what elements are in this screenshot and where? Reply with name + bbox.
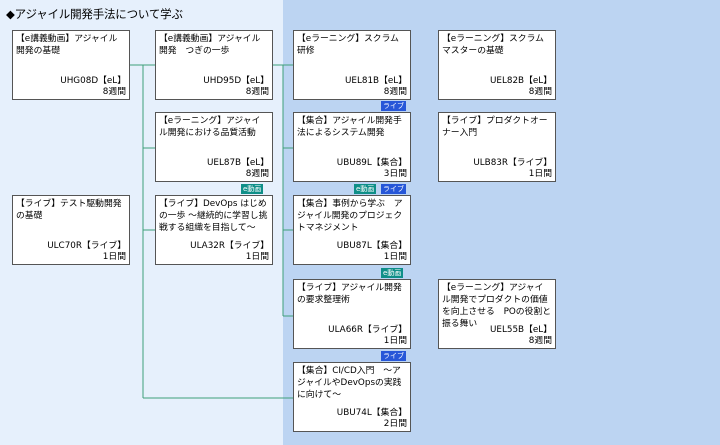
course-duration: 8週間	[528, 87, 552, 97]
course-code: UHG08D【eL】	[60, 76, 126, 86]
edouga-badge: e動画	[354, 184, 377, 194]
course-title: 【集合】CI/CD入門 ～アジャイルやDevOpsの実践に向けて～	[297, 366, 402, 400]
course-duration: 8週間	[245, 87, 269, 97]
course-title: 【集合】事例から学ぶ アジャイル開発のプロジェクトマネジメント	[297, 199, 403, 233]
course-duration: 3日間	[383, 169, 407, 179]
live-badge: ライブ	[381, 101, 406, 111]
course-card-ula32r[interactable]: 【ライブ】DevOps はじめの一歩 ～継続的に学習し挑戦する組織を目指して～ …	[155, 195, 273, 265]
course-card-uel81b[interactable]: 【eラーニング】スクラム研修 UEL81B【eL】 8週間	[293, 30, 411, 100]
course-duration: 8週間	[528, 336, 552, 346]
course-duration: 8週間	[102, 87, 126, 97]
course-title: 【集合】アジャイル開発手法によるシステム開発	[297, 116, 402, 138]
course-card-uel82b[interactable]: 【eラーニング】スクラムマスターの基礎 UEL82B【eL】 8週間	[438, 30, 556, 100]
course-title: 【e講義動画】アジャイル開発の基礎	[16, 34, 118, 56]
course-code: UBU74L【集合】	[336, 408, 407, 418]
course-card-uel55b[interactable]: 【eラーニング】アジャイル開発でプロダクトの価値を向上させる POの役割と振る舞…	[438, 279, 556, 349]
course-duration: 8週間	[383, 87, 407, 97]
course-card-ulc70r[interactable]: 【ライブ】テスト駆動開発の基礎 ULC70R【ライブ】 1日間	[12, 195, 130, 265]
course-title: 【eラーニング】スクラム研修	[297, 34, 399, 56]
course-card-ubu74l[interactable]: 【集合】CI/CD入門 ～アジャイルやDevOpsの実践に向けて～ UBU74L…	[293, 362, 411, 432]
course-duration: 1日間	[383, 336, 407, 346]
course-duration: 1日間	[245, 252, 269, 262]
course-code: ULB83R【ライブ】	[473, 158, 552, 168]
edouga-badge: e動画	[241, 184, 264, 194]
course-code: ULA66R【ライブ】	[328, 325, 407, 335]
course-title: 【ライブ】DevOps はじめの一歩 ～継続的に学習し挑戦する組織を目指して～	[159, 199, 268, 233]
course-code: UHD95D【eL】	[203, 76, 269, 86]
course-title: 【e講義動画】アジャイル開発 つぎの一歩	[159, 34, 261, 56]
page-title: ◆アジャイル開発手法について学ぶ	[6, 7, 183, 21]
course-code: UEL55B【eL】	[489, 325, 552, 335]
course-code: UBU89L【集合】	[336, 158, 407, 168]
course-code: UEL81B【eL】	[344, 76, 407, 86]
course-title: 【ライブ】テスト駆動開発の基礎	[16, 199, 122, 221]
course-card-ula66r[interactable]: 【ライブ】アジャイル開発の要求整理術 ULA66R【ライブ】 1日間	[293, 279, 411, 349]
course-card-uhg08d[interactable]: 【e講義動画】アジャイル開発の基礎 UHG08D【eL】 8週間	[12, 30, 130, 100]
course-card-ulb83r[interactable]: 【ライブ】プロダクトオーナー入門 ULB83R【ライブ】 1日間	[438, 112, 556, 182]
course-duration: 8週間	[245, 169, 269, 179]
course-title: 【ライブ】プロダクトオーナー入門	[442, 116, 548, 138]
course-card-ubu87l[interactable]: 【集合】事例から学ぶ アジャイル開発のプロジェクトマネジメント UBU87L【集…	[293, 195, 411, 265]
course-code: UBU87L【集合】	[336, 241, 407, 251]
course-code: UEL87B【eL】	[206, 158, 269, 168]
course-title: 【ライブ】アジャイル開発の要求整理術	[297, 283, 402, 305]
live-badge: ライブ	[381, 184, 406, 194]
course-code: UEL82B【eL】	[489, 76, 552, 86]
course-card-uhd95d[interactable]: 【e講義動画】アジャイル開発 つぎの一歩 UHD95D【eL】 8週間	[155, 30, 273, 100]
course-code: ULA32R【ライブ】	[190, 241, 269, 251]
course-title: 【eラーニング】スクラムマスターの基礎	[442, 34, 544, 56]
course-duration: 1日間	[102, 252, 126, 262]
course-duration: 1日間	[528, 169, 552, 179]
course-duration: 2日間	[383, 419, 407, 429]
course-card-uel87b[interactable]: 【eラーニング】アジャイル開発における品質活動 UEL87B【eL】 8週間	[155, 112, 273, 182]
course-duration: 1日間	[383, 252, 407, 262]
edouga-badge: e動画	[381, 268, 404, 278]
course-title: 【eラーニング】アジャイル開発における品質活動	[159, 116, 261, 138]
course-title: 【eラーニング】アジャイル開発でプロダクトの価値を向上させる POの役割と振る舞…	[442, 283, 551, 329]
course-card-ubu89l[interactable]: 【集合】アジャイル開発手法によるシステム開発 UBU89L【集合】 3日間	[293, 112, 411, 182]
course-code: ULC70R【ライブ】	[47, 241, 126, 251]
live-badge: ライブ	[381, 351, 406, 361]
